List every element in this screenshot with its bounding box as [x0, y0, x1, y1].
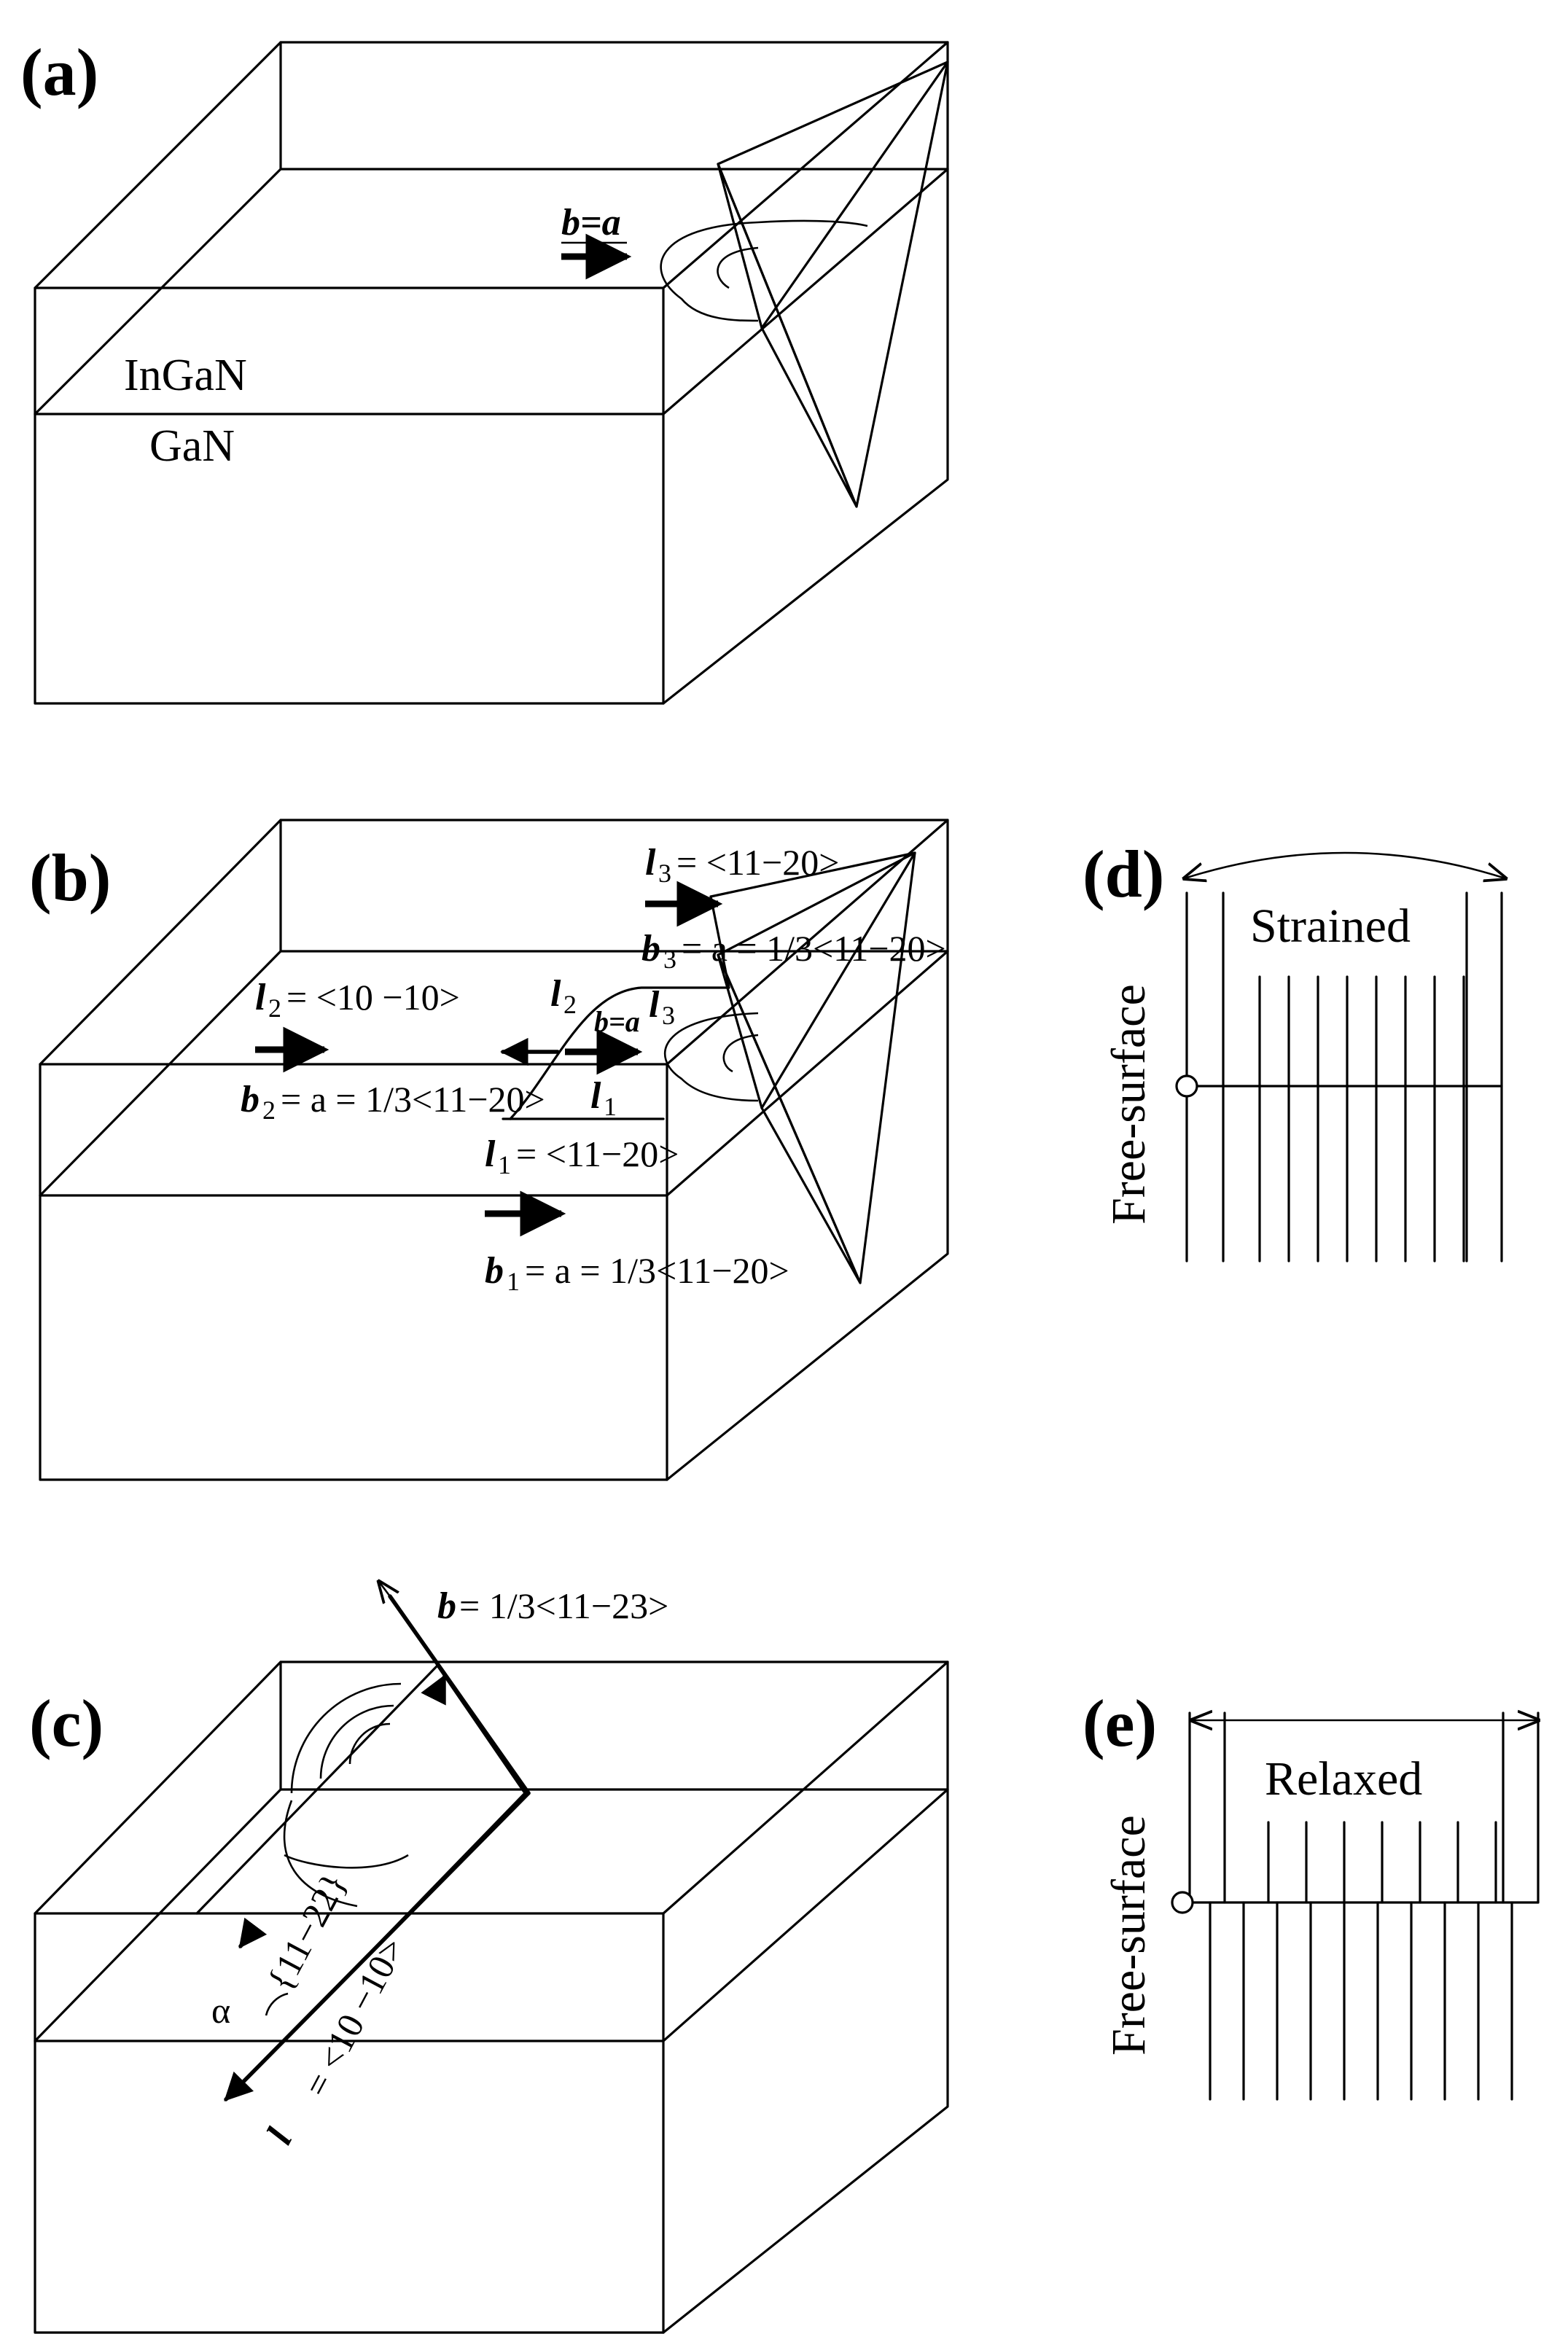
alpha-arc	[265, 1992, 289, 2016]
node-l1-symbol: l	[590, 1075, 601, 1117]
alpha-label: α	[211, 1990, 230, 2031]
l1-symbol: l	[485, 1133, 496, 1175]
slip-plane-diagonal	[760, 851, 916, 1109]
half-loop-outer-ext	[757, 219, 868, 227]
b2-expression: = a = 1/3<11−20>	[281, 1079, 545, 1120]
loop-arc-3	[290, 1682, 402, 1794]
block-side-face-edges	[662, 1660, 949, 2334]
loop-arc-2	[319, 1704, 394, 1779]
slip-plane-triangle	[717, 61, 949, 508]
l3-direction: = <11−20>	[676, 842, 839, 883]
half-loop-inner	[722, 1034, 759, 1073]
panel-b-dislocation	[502, 851, 916, 1284]
dislocation-line-l2	[509, 986, 730, 1120]
slip-plane-diagonal	[760, 61, 949, 329]
l2-direction: = <10 −10>	[286, 977, 460, 1018]
relaxed-lattice	[1188, 1712, 1540, 2101]
half-loop-inner	[717, 246, 759, 289]
loop-arc-4	[284, 1854, 409, 1869]
node-l1-subscript: 1	[604, 1092, 617, 1121]
panel-d: (d) Strained Free-surface	[1083, 837, 1505, 1262]
node-l2-subscript: 2	[563, 990, 577, 1019]
panel-e-label: (e)	[1083, 1686, 1157, 1760]
panel-b-label: (b)	[29, 840, 111, 915]
line-direction-vector	[224, 1791, 531, 2101]
panel-c-label: (c)	[29, 1686, 104, 1760]
block-top-face-edges	[34, 1660, 949, 1915]
panel-d-label: (d)	[1083, 837, 1164, 911]
panel-a-block	[34, 41, 949, 705]
free-surface-label-e: Free-surface	[1102, 1815, 1155, 2056]
b1-subscript: 1	[507, 1267, 520, 1296]
node-l2-symbol: l	[550, 973, 561, 1015]
block-side-face-edges	[662, 41, 949, 705]
panel-b: (b) l 3 = <11−20> b 3 = a = 1/3<11	[29, 819, 949, 1481]
l3-subscript: 3	[658, 859, 671, 888]
dislocation-core-e	[1171, 1891, 1194, 1914]
label-ingan-a: InGaN	[124, 351, 247, 400]
b3-subscript: 3	[663, 945, 676, 974]
l2-symbol: l	[255, 977, 266, 1018]
panel-c-glide-plane	[195, 1582, 531, 2101]
half-loop-outer	[663, 1012, 759, 1102]
block-top-face-edges	[34, 41, 949, 289]
b-symbol-c: b	[437, 1585, 456, 1627]
slip-plane-triangle	[717, 851, 916, 1284]
loop-arc-1	[348, 1722, 391, 1765]
block-side-face-edges	[666, 819, 949, 1481]
dislocation-core-d	[1175, 1074, 1198, 1098]
half-loop-outer	[660, 221, 759, 322]
interface-side-line	[662, 1788, 949, 2042]
l3-symbol: l	[645, 842, 656, 883]
node-l3-subscript: 3	[662, 1001, 675, 1030]
l1-subscript: 1	[498, 1150, 511, 1179]
small-arrow-lower	[238, 1917, 268, 1949]
interface-side-line	[662, 168, 949, 415]
slip-plane-fold	[717, 953, 862, 1284]
b3-expression: = a = 1/3<11−20>	[682, 928, 946, 969]
panel-a-dislocation	[660, 61, 949, 508]
panel-c-block	[34, 1660, 949, 2334]
loop-arc-5	[283, 1800, 358, 1908]
node-burgers: b=a	[594, 1005, 640, 1038]
panel-a: (a) b=a InGaN GaN	[20, 35, 949, 705]
label-gan-a: GaN	[149, 421, 235, 471]
slip-plane-fold	[717, 163, 858, 508]
node-l3-symbol: l	[649, 984, 660, 1026]
interface-side-line	[666, 950, 949, 1197]
burgers-label-a: b=a	[561, 202, 621, 243]
l-symbol-c: l	[259, 2122, 300, 2151]
panel-c: (c) b = 1/3<11−23> {11−22} α	[29, 1582, 949, 2334]
small-arrow-upper	[421, 1674, 447, 1706]
b2-subscript: 2	[262, 1096, 276, 1125]
strain-arrow	[1185, 851, 1505, 878]
free-surface-label-d: Free-surface	[1102, 984, 1155, 1225]
b-expression-c: = 1/3<11−23>	[459, 1585, 668, 1626]
dislocation-line-l3	[709, 851, 916, 898]
relaxed-label: Relaxed	[1265, 1752, 1422, 1806]
l1-direction: = <11−20>	[516, 1133, 679, 1174]
block-top-face-edges	[39, 819, 949, 1066]
b3-symbol: b	[641, 928, 660, 969]
b1-expression: = a = 1/3<11−20>	[525, 1250, 789, 1291]
burgers-direction-line	[388, 1594, 531, 1795]
panel-a-label: (a)	[20, 35, 98, 109]
strained-label: Strained	[1250, 899, 1411, 953]
l2-subscript: 2	[268, 994, 281, 1023]
panel-e: (e) Relaxed Free-surface	[1083, 1686, 1540, 2101]
b1-symbol: b	[485, 1250, 504, 1292]
b2-symbol: b	[241, 1079, 260, 1120]
burgers-arrow-tip	[379, 1582, 390, 1596]
